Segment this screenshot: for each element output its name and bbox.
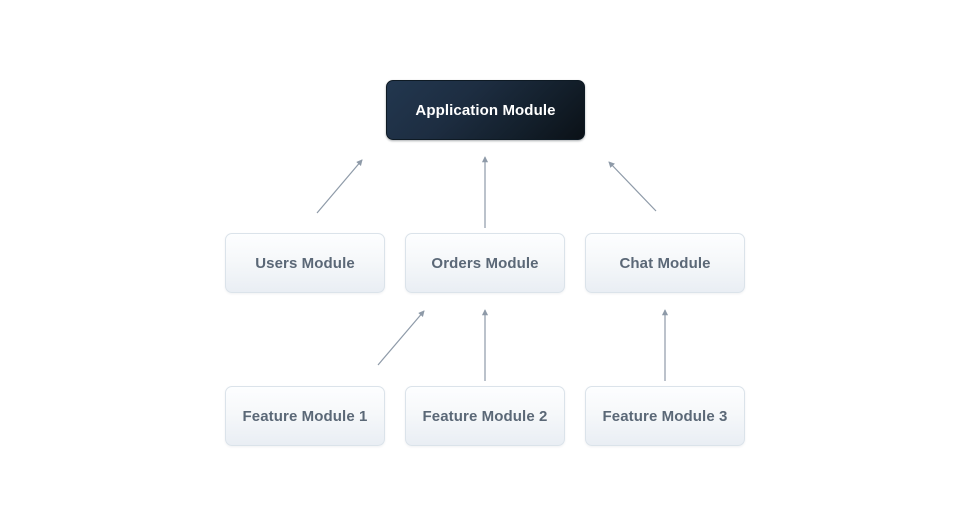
node-label: Feature Module 1 — [242, 407, 368, 425]
node-feature-module-2[interactable]: Feature Module 2 — [405, 386, 565, 446]
arrow-feature1-to-orders — [377, 310, 425, 366]
node-orders-module[interactable]: Orders Module — [405, 233, 565, 293]
node-feature-module-3[interactable]: Feature Module 3 — [585, 386, 745, 446]
node-label: Chat Module — [619, 254, 711, 272]
node-users-module[interactable]: Users Module — [225, 233, 385, 293]
node-application-module[interactable]: Application Module — [386, 80, 585, 140]
node-chat-module[interactable]: Chat Module — [585, 233, 745, 293]
node-label: Users Module — [255, 254, 355, 272]
arrow-chat-to-application — [608, 161, 657, 212]
node-feature-module-1[interactable]: Feature Module 1 — [225, 386, 385, 446]
arrow-users-to-application — [316, 159, 363, 214]
node-label: Application Module — [415, 101, 556, 119]
node-label: Feature Module 2 — [422, 407, 548, 425]
node-label: Orders Module — [431, 254, 539, 272]
node-label: Feature Module 3 — [602, 407, 728, 425]
